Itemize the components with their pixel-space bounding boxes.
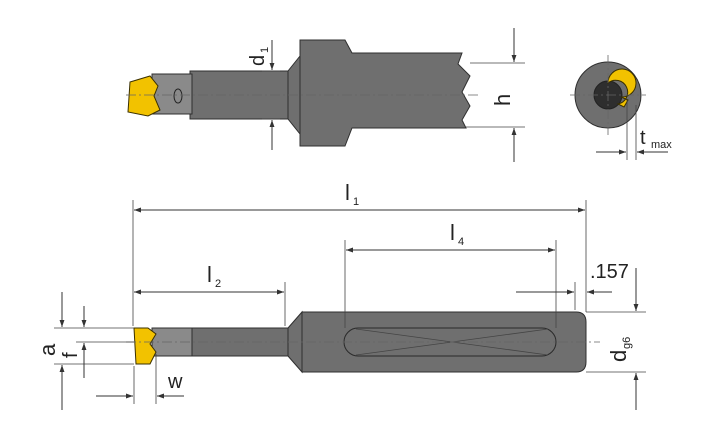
label-d1-sub: 1 (259, 47, 271, 53)
label-l4: l (450, 220, 455, 245)
bottom-main-shank (301, 311, 587, 373)
label-l2: l (207, 262, 212, 287)
label-tmax-sub: max (651, 139, 672, 151)
label-dg6: d (606, 350, 631, 362)
top-side-view: d 1 h (126, 28, 525, 162)
label-d1: d (247, 55, 269, 66)
top-insert (127, 75, 161, 117)
bottom-insert (133, 327, 157, 365)
label-l2-sub: 2 (215, 278, 221, 290)
end-view-insert (607, 68, 637, 108)
end-view: t max (570, 55, 672, 160)
label-l1: l (345, 180, 350, 205)
label-l4-sub: 4 (458, 236, 464, 248)
label-tmax: t (640, 127, 646, 149)
label-l1-sub: 1 (353, 196, 359, 208)
top-mark (173, 88, 183, 104)
label-offset: .157 (590, 261, 629, 283)
label-w: w (167, 371, 183, 393)
label-a: a (35, 343, 60, 356)
bottom-main-view: l 1 l 4 l 2 .157 d g6 a (35, 180, 646, 410)
top-main-shank (299, 39, 471, 147)
label-h: h (490, 94, 515, 106)
label-f: f (60, 352, 82, 358)
label-dg6-sub: g6 (621, 337, 633, 349)
